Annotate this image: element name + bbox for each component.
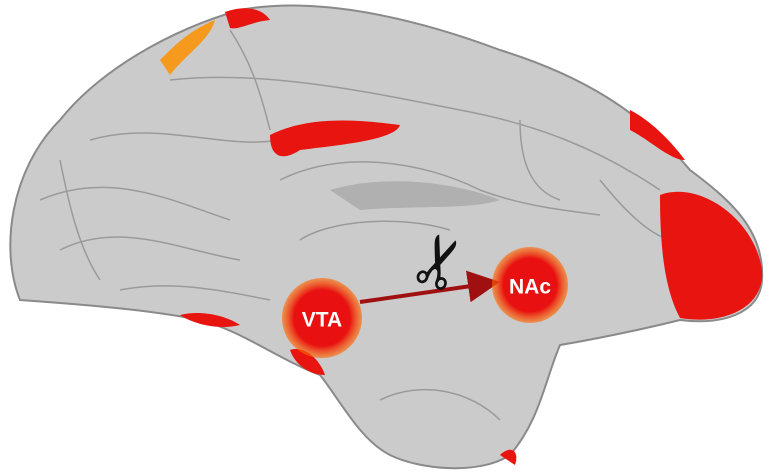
nac-label: NAc (509, 276, 551, 299)
projection-arrow (359, 270, 500, 304)
region-nac: NAc (492, 247, 568, 323)
vta-label: VTA (302, 309, 342, 332)
ventricle (330, 181, 500, 210)
brain-surface (9, 4, 764, 470)
region-vta: VTA (282, 278, 362, 358)
activation-patches (160, 8, 763, 465)
